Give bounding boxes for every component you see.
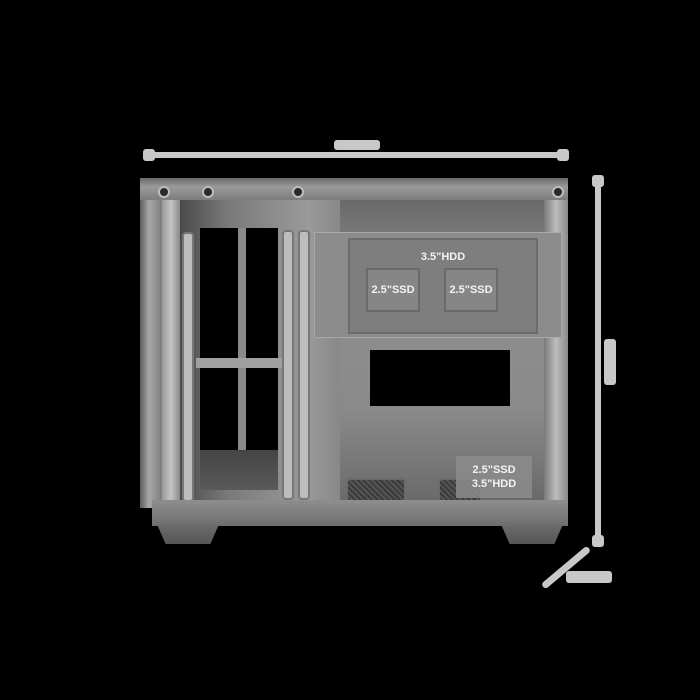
screw-icon: [552, 186, 564, 198]
front-frame: [162, 200, 180, 500]
screw-icon: [202, 186, 214, 198]
height-dimension-cap-bottom: [592, 535, 604, 547]
bottom-rail: [152, 500, 568, 526]
rear-foot: [500, 522, 564, 544]
screw-icon: [292, 186, 304, 198]
fan-bracket-horizontal: [196, 358, 282, 368]
cpu-cooler-cutout: [370, 350, 510, 406]
top-rail: [140, 178, 568, 200]
width-dimension-label: [334, 140, 380, 150]
bottom-vent-left: [346, 478, 406, 502]
height-dimension-cap-top: [592, 175, 604, 187]
hdd-tray: 3.5"HDD 2.5"SSD 2.5"SSD: [348, 238, 538, 334]
psu-shroud-area: [200, 450, 278, 490]
ssd-slot-right-label: 2.5"SSD: [449, 284, 493, 296]
depth-dimension-label: [566, 571, 612, 583]
bottom-drive-cage: 2.5"SSD 3.5"HDD: [456, 456, 532, 498]
width-dimension-cap-left: [143, 149, 155, 161]
front-foot: [156, 522, 220, 544]
height-dimension-label: [604, 339, 616, 385]
cable-slot-3: [298, 230, 310, 500]
cable-slot-1: [182, 232, 194, 502]
ssd-slot-left: 2.5"SSD: [366, 268, 420, 312]
screw-icon: [158, 186, 170, 198]
height-dimension-line: [595, 178, 601, 544]
cable-slot-2: [282, 230, 294, 500]
ssd-slot-left-label: 2.5"SSD: [371, 284, 415, 296]
pc-case: 3.5"HDD 2.5"SSD 2.5"SSD 2.5"SSD 3.5"HDD: [140, 178, 568, 544]
front-panel-edge: [140, 178, 162, 508]
hdd-tray-label: 3.5"HDD: [420, 251, 466, 263]
width-dimension-line: [148, 152, 564, 158]
width-dimension-cap-right: [557, 149, 569, 161]
bottom-cage-label-1: 2.5"SSD: [472, 464, 516, 476]
bottom-cage-label-2: 3.5"HDD: [471, 478, 517, 490]
ssd-slot-right: 2.5"SSD: [444, 268, 498, 312]
